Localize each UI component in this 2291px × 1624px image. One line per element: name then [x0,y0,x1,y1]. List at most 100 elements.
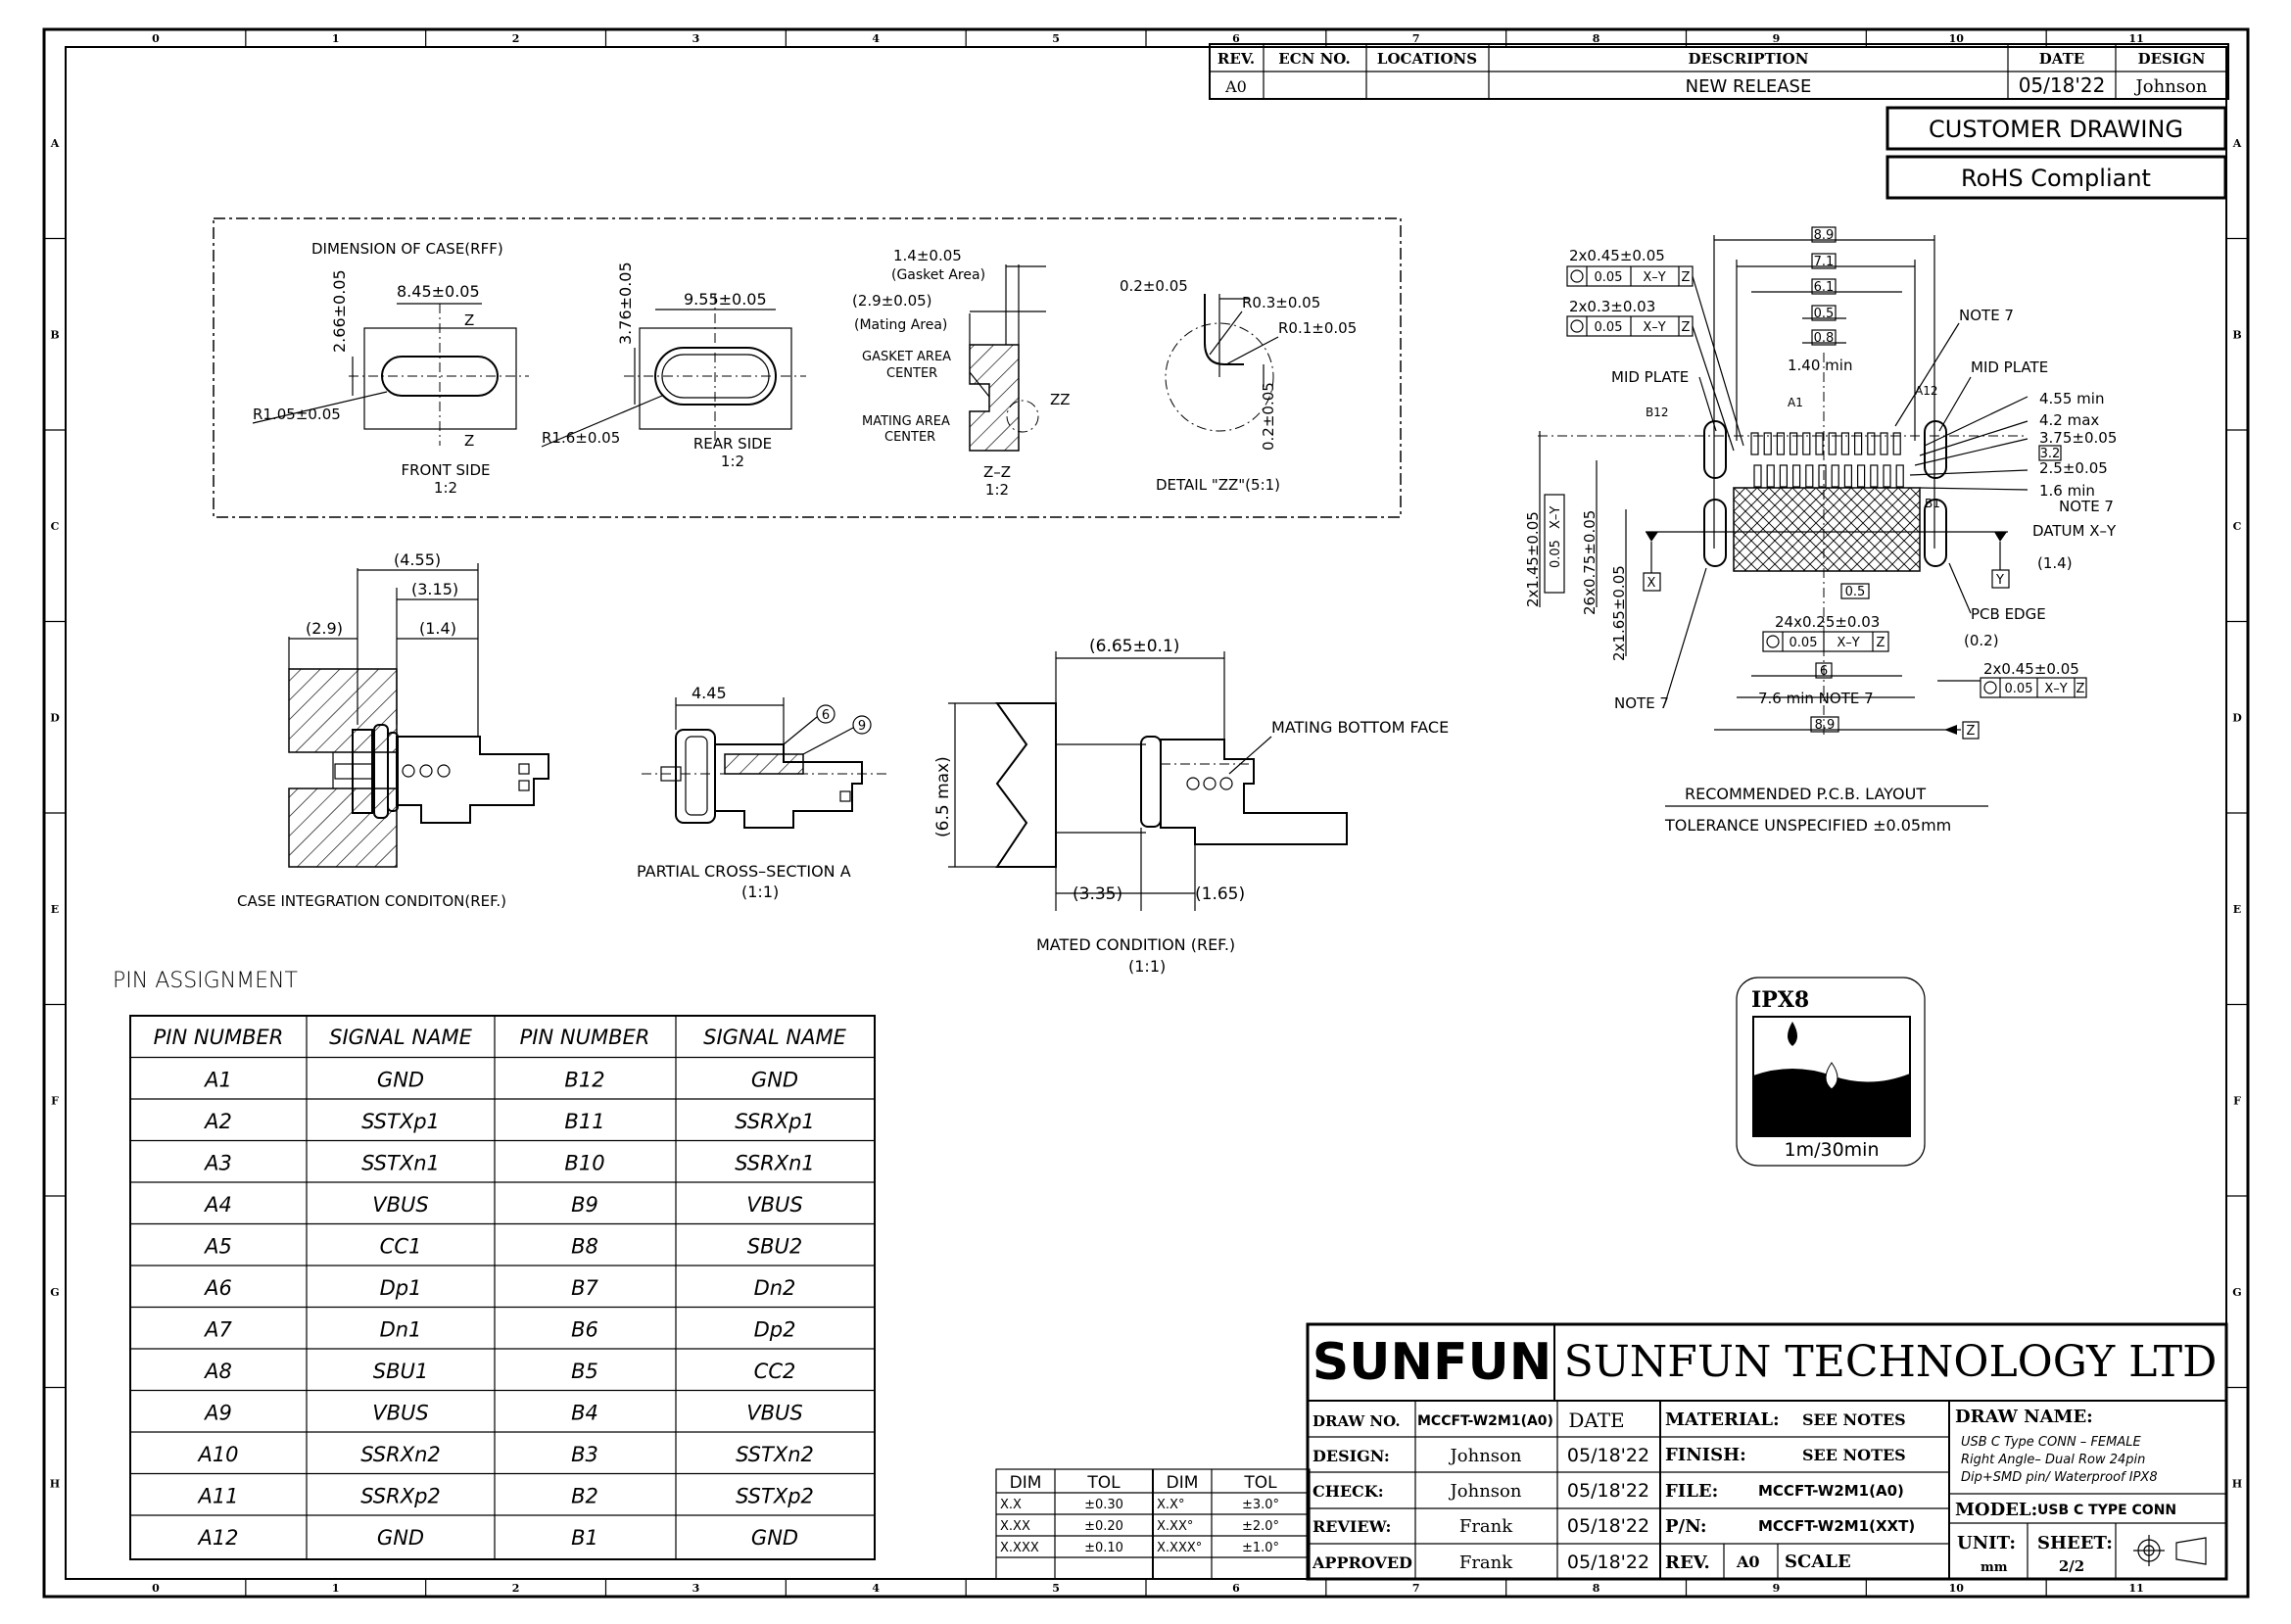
svg-text:CUSTOMER DRAWING: CUSTOMER DRAWING [1929,116,2183,143]
svg-text:3.75±0.05: 3.75±0.05 [2039,429,2117,447]
signal-name: GND [751,1526,798,1550]
pin-number: B8 [571,1235,598,1259]
svg-text:(1.4): (1.4) [2037,554,2073,572]
svg-text:FRONT SIDE: FRONT SIDE [402,461,491,479]
svg-text:(1:1): (1:1) [1128,957,1166,976]
svg-text:(2.9): (2.9) [306,619,343,638]
svg-text:MATING AREA: MATING AREA [862,414,950,429]
tolerance-cell: X.XXX° [1157,1541,1202,1555]
pin-table-header: SIGNAL NAME [329,1026,472,1049]
border-row-label: B [50,328,59,341]
pcb-pad [1818,464,1827,488]
svg-text:Z: Z [464,432,474,450]
pin-number: B3 [571,1443,598,1466]
pin-table-header: PIN NUMBER [154,1026,284,1049]
svg-text:PARTIAL CROSS–SECTION A: PARTIAL CROSS–SECTION A [637,862,851,881]
svg-text:7.6 min NOTE 7: 7.6 min NOTE 7 [1758,690,1874,707]
pcb-pad [1892,432,1901,455]
border-col-label: 11 [2128,1582,2143,1595]
svg-text:GASKET AREA: GASKET AREA [862,350,951,364]
svg-text:CASE INTEGRATION CONDITON(RE: CASE INTEGRATION CONDITON(REF.) [237,892,506,910]
svg-text:NOTE 7: NOTE 7 [1614,694,1669,712]
svg-text:(Gasket Area): (Gasket Area) [891,267,985,283]
pcb-pad [1843,464,1853,488]
border-col-label: 1 [332,32,340,45]
pin-number: A2 [203,1110,232,1133]
svg-text:NOTE 7: NOTE 7 [2059,498,2114,515]
svg-text:APPROVED: APPROVED [1312,1553,1412,1572]
svg-text:Johnson: Johnson [1449,1481,1522,1502]
svg-text:(3.35): (3.35) [1073,884,1122,904]
svg-text:A12: A12 [1915,384,1937,398]
svg-text:05/18'22: 05/18'22 [1567,1552,1649,1573]
svg-text:A1: A1 [1788,396,1803,409]
svg-text:MATERIAL:: MATERIAL: [1665,1409,1780,1430]
border-col-label: 6 [1232,32,1240,45]
svg-text:05/18'22: 05/18'22 [1567,1515,1649,1537]
svg-text:R0.3±0.05: R0.3±0.05 [1242,294,1320,311]
border-row-label: D [2232,711,2242,724]
tolerance-cell: ±2.0° [1242,1519,1279,1534]
border-row-label: C [2233,520,2242,533]
svg-text:1.6 min: 1.6 min [2039,482,2095,500]
svg-text:9.55±0.05: 9.55±0.05 [684,290,767,309]
pin-number: A5 [203,1235,232,1259]
partial-cross-section-view: 4.45 6 9 PARTIAL CROSS–SECTION A (1:1) [637,684,886,901]
tolerance-cell: X.XX [1000,1519,1030,1534]
signal-name: SSTXp2 [736,1485,814,1508]
svg-text:R0.1±0.05: R0.1±0.05 [1278,319,1357,337]
description-header: DESCRIPTION [1689,50,1809,68]
pcb-pad [1779,464,1789,488]
svg-text:6: 6 [822,708,830,723]
pin-number: B7 [571,1276,598,1300]
svg-text:CENTER: CENTER [886,366,937,381]
signal-name: GND [377,1069,424,1092]
tolerance-header: DIM [1010,1473,1042,1493]
svg-text:(1.65): (1.65) [1195,884,1245,904]
svg-text:2.66±0.05: 2.66±0.05 [330,269,349,353]
signal-name: Dp1 [380,1276,422,1300]
svg-text:IPX8: IPX8 [1751,987,1809,1013]
svg-text:MATED CONDITION (REF.): MATED CONDITION (REF.) [1036,935,1235,954]
pin-number: B2 [571,1485,598,1508]
svg-text:(6.5 max): (6.5 max) [933,756,953,837]
signal-name: GND [751,1069,798,1092]
svg-text:24x0.25±0.03: 24x0.25±0.03 [1775,613,1880,631]
pcb-pad [1840,432,1850,455]
tolerance-cell: ±0.20 [1084,1519,1123,1534]
svg-text:(3.15): (3.15) [411,580,458,598]
third-angle-projection-icon [2133,1535,2207,1566]
mated-condition-view: (6.65±0.1) (6.5 max) (3.35) (1.65) MATIN… [933,637,1449,976]
svg-text:(2.9±0.05): (2.9±0.05) [852,292,932,310]
pcb-pad [1880,432,1888,455]
border-row-label: D [50,711,60,724]
svg-text:0.2±0.05: 0.2±0.05 [1260,382,1277,451]
svg-text:DESIGN:: DESIGN: [1313,1447,1390,1465]
signal-name: VBUS [372,1193,428,1217]
svg-text:MID PLATE: MID PLATE [1971,358,2048,376]
signal-name: Dn1 [380,1318,422,1342]
signal-name: SSRXp2 [360,1485,441,1508]
border-col-label: 2 [512,32,520,45]
svg-text:0.05: 0.05 [1595,320,1623,335]
border-col-label: 0 [152,32,160,45]
svg-text:MCCFT-W2M1(A0): MCCFT-W2M1(A0) [1417,1413,1553,1429]
svg-text:2x0.45±0.05: 2x0.45±0.05 [1569,247,1665,264]
svg-text:Dip+SMD pin/ Waterproof IPX8: Dip+SMD pin/ Waterproof IPX8 [1961,1470,2158,1485]
border-col-label: 5 [1052,32,1060,45]
svg-text:4.45: 4.45 [692,684,727,702]
svg-text:SEE NOTES: SEE NOTES [1802,1446,1906,1464]
pin-number: A6 [203,1276,232,1300]
title-block: SUNFUN SUNFUN TECHNOLOGY LTD DRAW NO. MC… [1306,1322,2228,1581]
case-integration-view: (4.55) (3.15) (2.9) (1.4) CASE INTEGRATI… [237,550,549,910]
svg-text:MCCFT-W2M1(XXT): MCCFT-W2M1(XXT) [1758,1517,1915,1535]
pin-number: B10 [564,1152,604,1175]
border-col-label: 11 [2128,32,2143,45]
svg-text:Frank: Frank [1459,1516,1513,1537]
svg-text:3.76±0.05: 3.76±0.05 [616,262,635,345]
pin-number: A12 [196,1526,238,1550]
pin-number: A4 [203,1193,232,1217]
